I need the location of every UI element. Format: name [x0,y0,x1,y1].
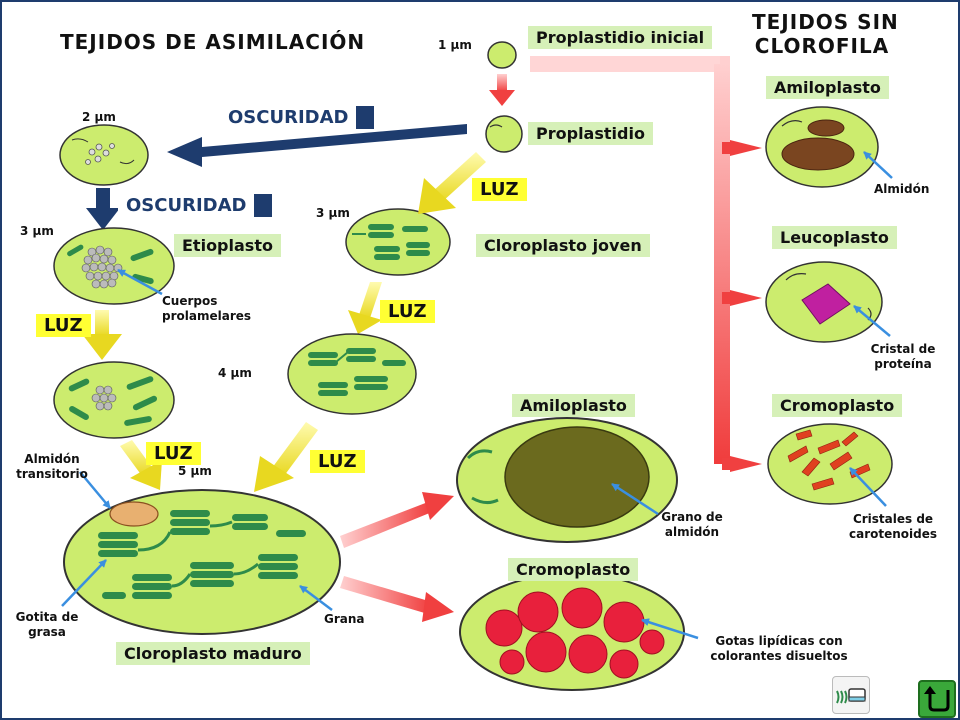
eraser-icon [836,688,866,704]
chromoplast-mid-cell [459,573,685,691]
label-light-1: LUZ [472,178,527,201]
return-button[interactable] [918,680,956,718]
size-mature: 5 μm [178,464,212,478]
annotation-prolamellar-bodies: Cuerpos prolamelares [162,294,252,323]
label-light-2: LUZ [380,300,435,323]
light-arrow-3 [348,282,382,334]
annotation-grana: Grana [324,612,365,626]
annotation-starch: Almidón [874,182,930,196]
annotation-lipid-drops: Gotas lipídicas con colorantes disueltos [710,634,848,663]
light-arrow-young [418,152,486,214]
chloroplast-4um-cell [287,333,417,415]
darkness-arrow-down [86,188,120,230]
label-light-4: LUZ [146,442,201,465]
amyloplast-mid-cell [456,417,678,543]
size-young: 3 μm [316,206,350,220]
label-etioplast: Etioplasto [174,234,281,257]
label-initial-proplastid: Proplastidio inicial [528,26,713,49]
red-arrow-to-chromoplast [340,576,454,622]
label-amyloplast-mid: Amiloplasto [512,394,635,417]
label-proplastid: Proplastidio [528,122,653,145]
size-etioplast: 3 μm [20,224,54,238]
label-leucoplast: Leucoplasto [772,226,897,249]
pathway-to-non-chlorophyll [530,56,762,472]
light-arrow-1 [82,310,122,360]
label-chromoplast-mid: Cromoplasto [508,558,639,581]
annotation-carotenoid-crystals: Cristales de carotenoides [848,512,938,541]
annotation-transitory-starch: Almidón transitorio [16,452,88,481]
annotation-fat-droplet: Gotita de grasa [15,610,79,639]
young-chloroplast-cell [345,208,451,276]
label-darkness-2: OSCURIDAD [118,194,273,217]
eraser-button[interactable] [832,676,870,714]
annotation-protein-crystal: Cristal de proteína [870,342,936,371]
annotation-starch-grain: Grano de almidón [661,510,723,539]
proplastid-cell [485,115,523,153]
size-proplastid: 2 μm [82,110,116,124]
etio-chloroplast-transition-cell [53,361,175,439]
non-chlorophyll-title: TEJIDOS SIN CLOROFILA [752,10,899,58]
label-mature-chloroplast: Cloroplasto maduro [116,642,310,665]
size-initial: 1 μm [438,38,472,52]
size-intermediate: 4 μm [218,366,252,380]
label-light-5: LUZ [310,450,365,473]
red-arrow-to-amyloplast [340,492,454,548]
label-darkness-1: OSCURIDAD [220,106,375,129]
chromoplast-right-cell [767,423,893,505]
non-chlorophyll-title-line2: CLOROFILA [754,34,890,58]
light-arrow-4 [254,422,318,492]
mature-chloroplast-cell [63,489,341,635]
light-arrow-2 [120,440,162,490]
leucoplast-cell [765,261,883,343]
label-young-chloroplast: Cloroplasto joven [476,234,650,257]
darkness-arrow-left [167,124,467,167]
label-amyloplast-right: Amiloplasto [766,76,889,99]
return-arrow-icon [924,686,950,712]
etioplast-cell [53,227,175,305]
label-light-3: LUZ [36,314,91,337]
proplastid-2um-cell [59,124,149,186]
initial-proplastid-cell [487,41,517,69]
red-down-arrow [489,74,515,106]
non-chlorophyll-title-line1: TEJIDOS SIN [752,10,899,34]
label-chromoplast-right: Cromoplasto [772,394,903,417]
amyloplast-right-cell [765,106,879,188]
assimilation-tissues-title: TEJIDOS DE ASIMILACIÓN [60,30,366,54]
